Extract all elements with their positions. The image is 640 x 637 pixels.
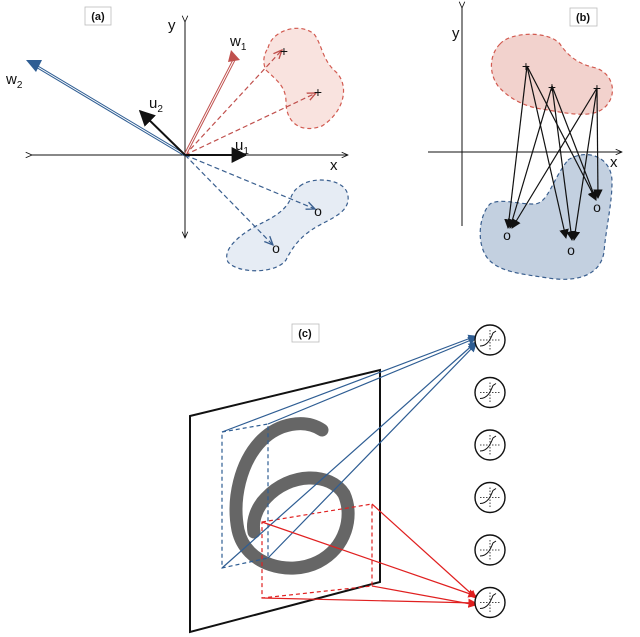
red-connections bbox=[261, 503, 477, 608]
panel-c: (c) bbox=[189, 323, 506, 634]
red-cluster-a bbox=[263, 27, 345, 130]
o-marker-b-2: o bbox=[567, 242, 575, 258]
neuron-4 bbox=[474, 481, 506, 514]
plus-marker-b-1: + bbox=[522, 58, 530, 74]
plus-marker-b-2: + bbox=[548, 79, 556, 95]
blue-dashed-arrow-2 bbox=[184, 154, 273, 245]
blue-connections bbox=[221, 334, 477, 569]
w2-arrowhead bbox=[26, 60, 42, 72]
red-receptive-field bbox=[261, 503, 373, 599]
blue-cluster-a bbox=[226, 179, 349, 272]
panel-a: (a) y x + + o o w1 w2 u1 u2 bbox=[5, 6, 349, 272]
plus-marker-a-1: + bbox=[280, 43, 288, 59]
o-marker-b-3: o bbox=[593, 199, 601, 215]
red-dashed-arrow-1 bbox=[184, 50, 282, 156]
x-axis-label-a: x bbox=[330, 157, 338, 174]
blue-cluster-b bbox=[479, 153, 613, 280]
neuron-6 bbox=[474, 586, 506, 619]
panel-b-tag-box bbox=[569, 7, 598, 27]
o-marker-a-1: o bbox=[314, 203, 322, 219]
blue-receptive-field bbox=[221, 423, 269, 569]
handwritten-digit bbox=[229, 417, 355, 575]
red-dashed-arrow-2 bbox=[184, 93, 316, 156]
panel-a-tag-box bbox=[84, 6, 112, 26]
w1-arrowhead bbox=[228, 50, 240, 62]
neuron-1 bbox=[474, 324, 506, 356]
panel-a-tag: (a) bbox=[91, 11, 105, 23]
panel-b-connections bbox=[504, 65, 603, 241]
panel-c-tag-box bbox=[291, 323, 320, 343]
o-marker-a-2: o bbox=[272, 240, 280, 256]
w1-label: w1 bbox=[229, 33, 247, 53]
w2-label: w2 bbox=[5, 71, 23, 91]
o-marker-b-1: o bbox=[503, 227, 511, 243]
panel-b: (b) y x + + + o o o bbox=[428, 7, 622, 280]
y-axis-label-b: y bbox=[452, 25, 460, 42]
red-cluster-b bbox=[490, 33, 613, 115]
neuron-2 bbox=[474, 376, 506, 409]
image-plane bbox=[189, 368, 381, 634]
neuron-3 bbox=[474, 429, 506, 461]
x-axis-label-b: x bbox=[610, 154, 618, 171]
plus-marker-a-2: + bbox=[314, 84, 322, 100]
u1-label: u1 bbox=[235, 137, 249, 157]
y-axis-label-a: y bbox=[168, 17, 176, 34]
panel-c-tag: (c) bbox=[298, 328, 312, 340]
u2-vector bbox=[138, 109, 186, 156]
neuron-5 bbox=[474, 534, 506, 566]
plus-marker-b-3: + bbox=[593, 80, 601, 96]
u2-label: u2 bbox=[149, 95, 163, 115]
neuron-column bbox=[474, 324, 506, 619]
panel-b-tag: (b) bbox=[576, 12, 590, 24]
